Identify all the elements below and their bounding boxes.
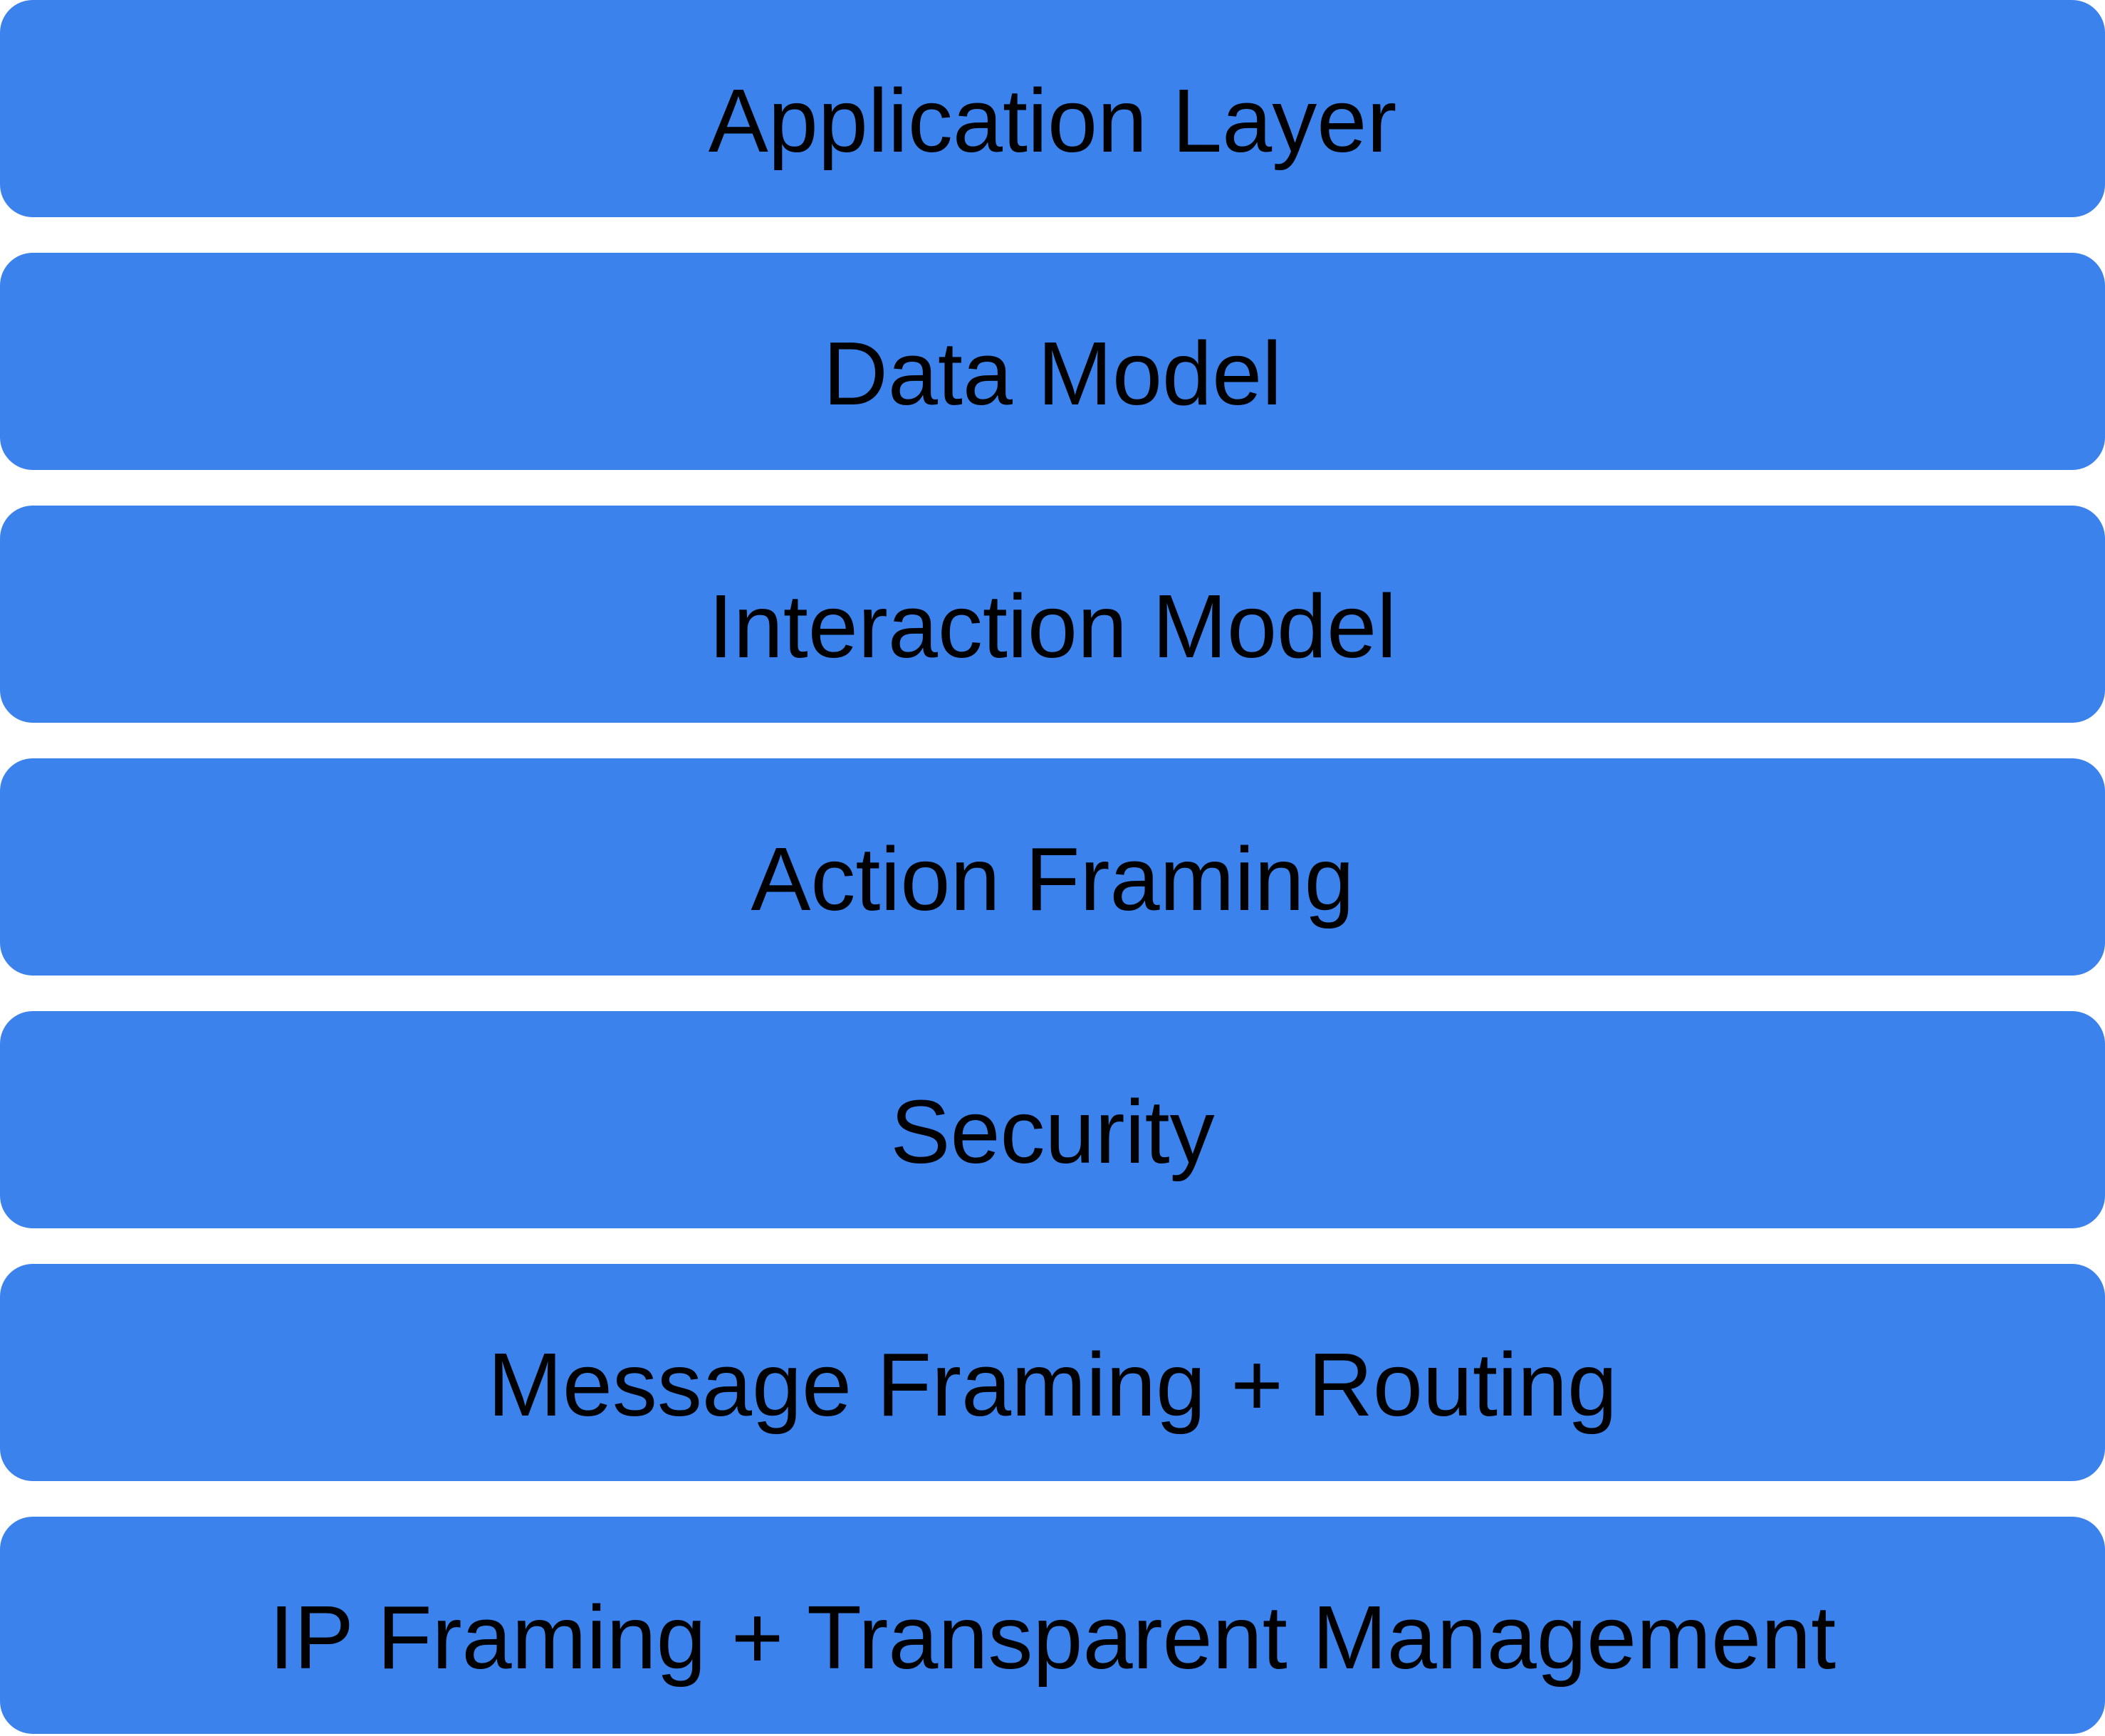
layer-bar-application-layer[interactable]: Application Layer	[0, 0, 2105, 217]
layer-bar-data-model[interactable]: Data Model	[0, 253, 2105, 470]
layer-label: Interaction Model	[708, 575, 1397, 676]
layer-bar-action-framing[interactable]: Action Framing	[0, 758, 2105, 976]
layer-bar-message-framing-routing[interactable]: Message Framing + Routing	[0, 1264, 2105, 1481]
layer-bar-security[interactable]: Security	[0, 1011, 2105, 1228]
layer-label: Security	[890, 1081, 1215, 1182]
layer-bar-interaction-model[interactable]: Interaction Model	[0, 506, 2105, 723]
layer-label: Application Layer	[708, 70, 1397, 171]
layer-label: IP Framing + Transparent Management	[268, 1586, 1837, 1688]
layer-label: Action Framing	[751, 828, 1354, 929]
layer-bar-ip-framing-transparent-management[interactable]: IP Framing + Transparent Management	[0, 1517, 2105, 1734]
layer-label: Message Framing + Routing	[487, 1334, 1618, 1435]
layer-label: Data Model	[822, 323, 1283, 424]
